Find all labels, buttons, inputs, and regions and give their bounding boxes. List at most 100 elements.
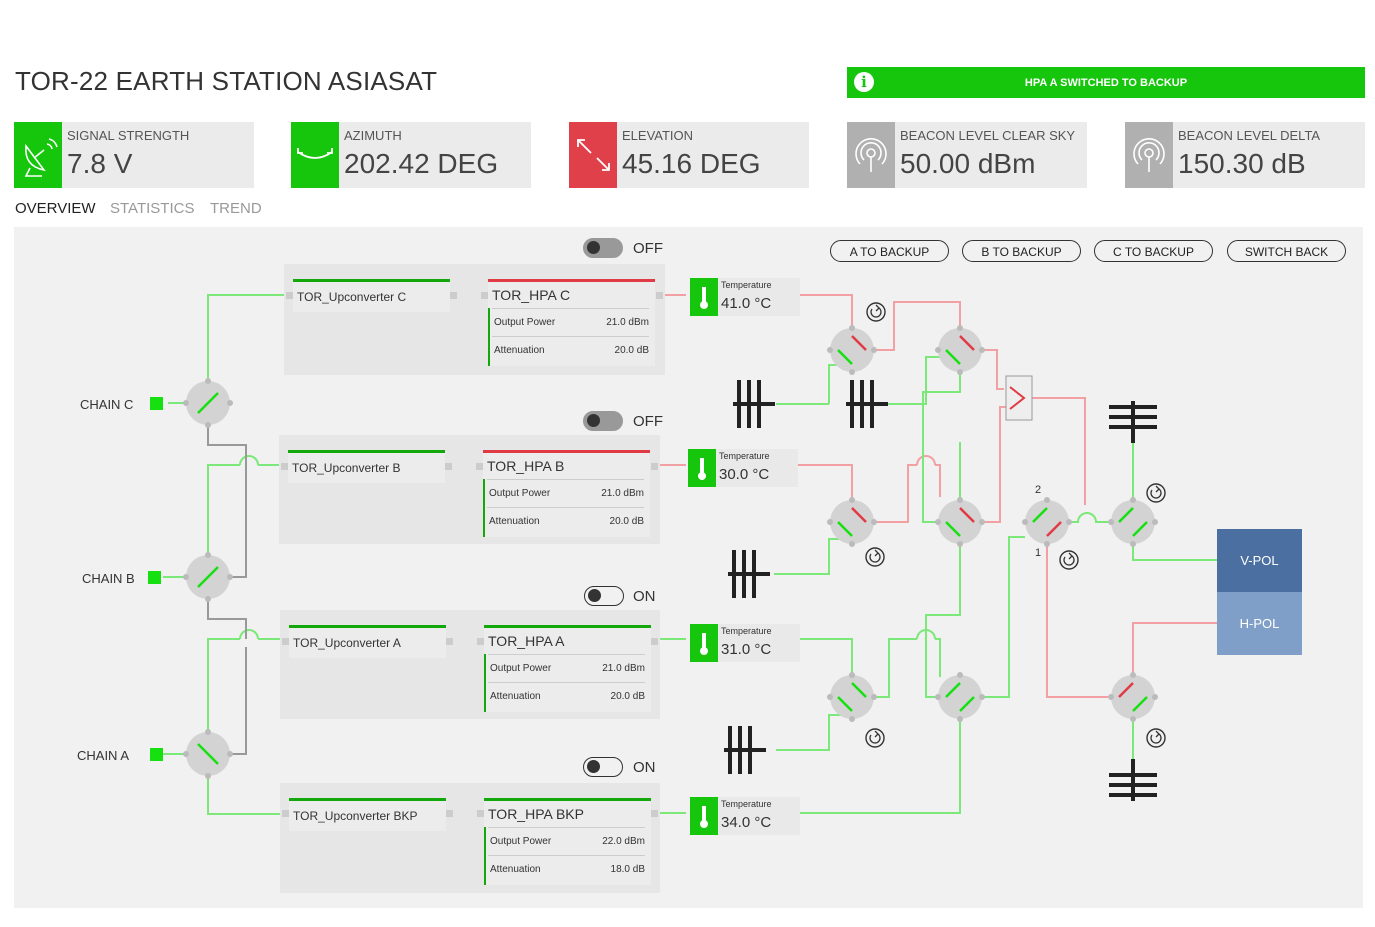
elevation-arrows-icon	[569, 122, 617, 188]
upconverter-a[interactable]: TOR_Upconverter A	[289, 625, 446, 658]
port	[651, 638, 658, 645]
upconverter-bkp[interactable]: TOR_Upconverter BKP	[289, 798, 446, 831]
v-pol-block[interactable]: V-POL	[1217, 529, 1302, 592]
attenuation-label: Attenuation	[490, 691, 541, 702]
b-to-backup-button[interactable]: B TO BACKUP	[962, 240, 1081, 262]
chain-c-label: CHAIN C	[80, 397, 134, 412]
status-line	[483, 479, 485, 537]
temperature-b: Temperature 30.0 °C	[688, 449, 798, 487]
dummy-load-c1	[731, 378, 777, 430]
thermometer-icon	[690, 624, 718, 662]
status-bar	[483, 450, 650, 453]
upconverter-name: TOR_Upconverter A	[293, 636, 401, 650]
refresh-icon[interactable]	[865, 728, 885, 748]
port	[450, 292, 457, 299]
switch-vpol[interactable]	[1108, 497, 1158, 547]
chain-b-label: CHAIN B	[82, 571, 135, 586]
attenuation-label: Attenuation	[489, 516, 540, 527]
page-title: TOR-22 EARTH STATION ASIASAT	[15, 66, 438, 96]
tab-statistics[interactable]: STATISTICS	[110, 200, 195, 217]
refresh-icon[interactable]	[865, 547, 885, 567]
output-power-row: Output Power 22.0 dBm	[488, 827, 645, 854]
temperature-label: Temperature	[721, 799, 772, 809]
port	[656, 292, 663, 299]
refresh-icon[interactable]	[866, 302, 886, 322]
dummy-load-a	[722, 724, 768, 776]
output-power-label: Output Power	[490, 836, 552, 847]
h-pol-block[interactable]: H-POL	[1217, 592, 1302, 655]
output-power-label: Output Power	[494, 317, 556, 328]
hpa-name: TOR_HPA A	[488, 633, 565, 649]
chain-a-toggle[interactable]	[584, 586, 624, 606]
tab-trend[interactable]: TREND	[210, 200, 262, 217]
switch-c-mid[interactable]	[935, 325, 985, 375]
temperature-c: Temperature 41.0 °C	[690, 278, 800, 316]
chain-b-status	[148, 571, 161, 584]
temperature-label: Temperature	[721, 626, 772, 636]
thermometer-icon	[690, 278, 718, 316]
chain-a-group: TOR_Upconverter A TOR_HPA A Output Power…	[280, 610, 660, 719]
refresh-icon[interactable]	[1146, 728, 1166, 748]
switch-b-out[interactable]	[827, 497, 877, 547]
combiner	[1005, 375, 1033, 421]
temperature-value: 31.0 °C	[721, 641, 772, 658]
switch-chain-a[interactable]	[183, 729, 233, 779]
thermometer-icon	[690, 797, 718, 835]
refresh-icon[interactable]	[1146, 483, 1166, 503]
backup-toggle[interactable]	[583, 757, 623, 777]
attenuation-value: 20.0 dB	[614, 345, 649, 356]
a-to-backup-button[interactable]: A TO BACKUP	[830, 240, 949, 262]
chain-b-toggle[interactable]	[583, 411, 623, 431]
status-bar	[289, 625, 446, 628]
toggle-knob	[587, 414, 600, 427]
temperature-value: 41.0 °C	[721, 295, 772, 312]
switch-chain-c[interactable]	[183, 378, 233, 428]
switch-combiner-out[interactable]	[1022, 497, 1072, 547]
port	[651, 810, 658, 817]
upconverter-name: TOR_Upconverter C	[297, 290, 407, 304]
kpi-beacon-delta: BEACON LEVEL DELTA 150.30 dB	[1125, 122, 1365, 188]
port	[651, 463, 658, 470]
chain-b-toggle-label: OFF	[633, 413, 663, 430]
switch-hpol[interactable]	[1108, 672, 1158, 722]
output-power-value: 21.0 dBm	[606, 317, 649, 328]
switch-a-mid[interactable]	[935, 672, 985, 722]
upconverter-c[interactable]: TOR_Upconverter C	[293, 279, 450, 312]
status-line	[484, 654, 486, 712]
switch-back-button[interactable]: SWITCH BACK	[1227, 240, 1346, 262]
tab-overview[interactable]: OVERVIEW	[15, 200, 96, 217]
hpa-name: TOR_HPA C	[492, 287, 571, 303]
kpi-azimuth: AZIMUTH 202.42 DEG	[291, 122, 531, 188]
alert-text: HPA A SWITCHED TO BACKUP	[1024, 76, 1188, 89]
port	[476, 463, 483, 470]
output-power-value: 22.0 dBm	[602, 836, 645, 847]
kpi-value: 150.30 dB	[1178, 148, 1306, 179]
vpol-antenna	[1107, 399, 1159, 445]
output-power-value: 21.0 dBm	[602, 663, 645, 674]
upconverter-b[interactable]: TOR_Upconverter B	[288, 450, 445, 483]
chain-a-label: CHAIN A	[77, 748, 130, 763]
switch-a-out[interactable]	[827, 672, 877, 722]
chain-c-toggle[interactable]	[583, 238, 623, 258]
status-bar	[288, 450, 445, 453]
switch-c-out[interactable]	[827, 325, 877, 375]
temperature-value: 30.0 °C	[719, 466, 770, 483]
switch-b-mid[interactable]	[935, 497, 985, 547]
port	[286, 292, 293, 299]
c-to-backup-button[interactable]: C TO BACKUP	[1094, 240, 1213, 262]
port	[481, 292, 488, 299]
alert-banner: i HPA A SWITCHED TO BACKUP	[847, 67, 1365, 98]
status-line	[484, 827, 486, 885]
temperature-a: Temperature 31.0 °C	[690, 624, 800, 662]
beacon-icon	[1125, 122, 1173, 188]
kpi-label: SIGNAL STRENGTH	[67, 128, 190, 143]
switch-chain-b[interactable]	[183, 552, 233, 602]
hpa-c[interactable]: TOR_HPA C Output Power 21.0 dBm Attenuati…	[488, 279, 655, 366]
output-power-label: Output Power	[489, 488, 551, 499]
refresh-icon[interactable]	[1059, 550, 1079, 570]
